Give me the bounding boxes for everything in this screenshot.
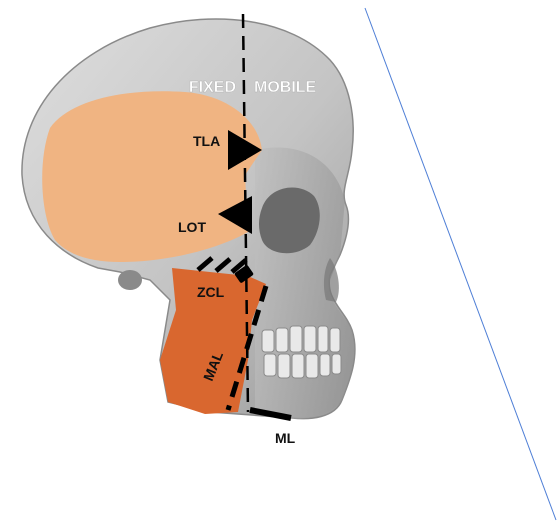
facial-skeleton [255, 147, 354, 418]
label-mobile: MOBILE [254, 79, 317, 96]
label-lot: LOT [178, 219, 206, 235]
ear-opening [118, 270, 142, 290]
label-ml: ML [275, 430, 296, 446]
temporalis-region [42, 91, 262, 262]
label-fixed: FIXED [189, 79, 236, 96]
label-zcl: ZCL [197, 284, 225, 300]
label-tla: TLA [193, 133, 220, 149]
diagonal-line [365, 8, 556, 520]
